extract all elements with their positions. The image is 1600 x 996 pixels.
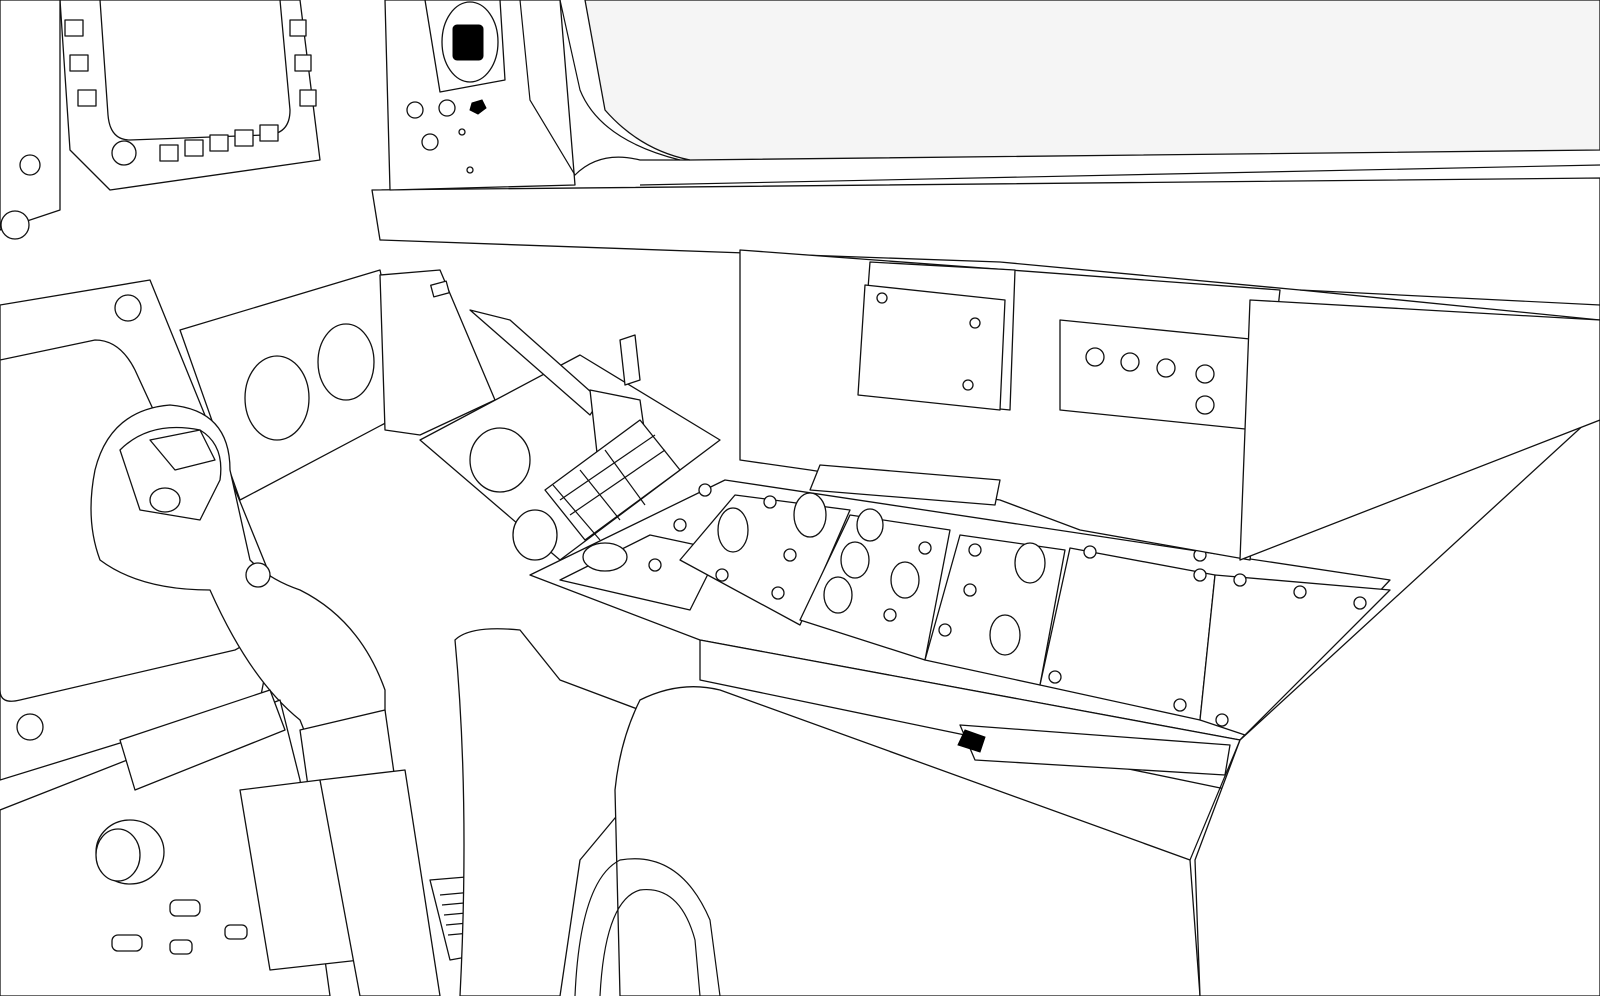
throttle-quadrant[interactable] [419,309,721,561]
right-console [529,479,1391,791]
hud-control-panel [384,0,690,191]
left-mfd [59,0,321,191]
canopy-window [584,0,1600,161]
ejection-seat [454,628,1201,996]
right-cockpit-wall [1194,409,1600,996]
control-stick[interactable] [90,404,396,801]
